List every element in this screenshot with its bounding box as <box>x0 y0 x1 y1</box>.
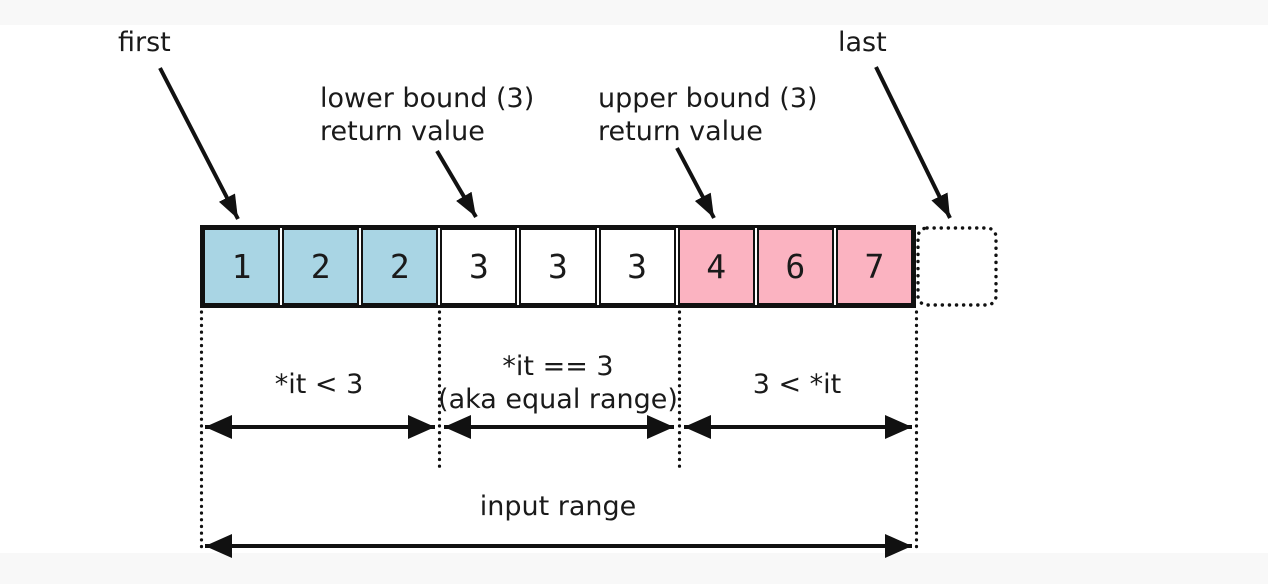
lower-bound-label: lower bound (3) return value <box>320 82 534 148</box>
equal-region-label-line1: *it == 3 <box>502 351 614 382</box>
greater-region-label: 3 < *it <box>752 369 842 400</box>
array-cell-1: 2 <box>282 228 360 305</box>
array-cell-3: 3 <box>440 228 518 305</box>
array-cell-0: 1 <box>203 228 281 305</box>
array-cell-7: 6 <box>756 228 834 305</box>
last-label: last <box>838 27 887 58</box>
lower-bound-label-line2: return value <box>320 116 485 147</box>
equal-region-label-line2: (aka equal range) <box>438 384 678 415</box>
equal-region-label: *it == 3 (aka equal range) <box>428 350 688 416</box>
upper-bound-label-line2: return value <box>598 116 763 147</box>
lower-bound-label-line1: lower bound (3) <box>320 83 535 114</box>
less-region-label: *it < 3 <box>274 369 364 400</box>
input-range-label: input range <box>479 491 637 522</box>
array-cell-6: 4 <box>677 228 755 305</box>
array-cell-2: 2 <box>361 228 439 305</box>
first-label: first <box>118 27 171 58</box>
array-cell-5: 3 <box>598 228 676 305</box>
upper-bound-label-line1: upper bound (3) <box>598 83 818 114</box>
array-cell-4: 3 <box>519 228 597 305</box>
upper-bound-label: upper bound (3) return value <box>598 82 818 148</box>
array-row: 1 2 2 3 3 3 4 6 7 <box>200 225 916 308</box>
array-cell-8: 7 <box>835 228 913 305</box>
